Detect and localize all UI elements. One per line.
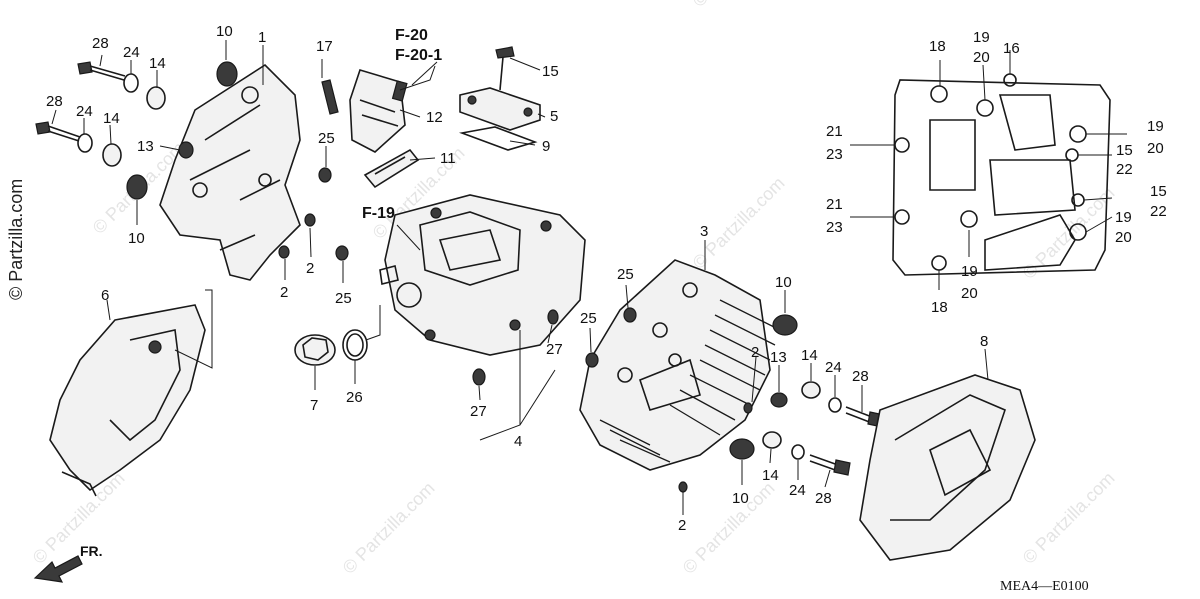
callout-11: 11 <box>440 150 456 167</box>
callout-10: 10 <box>128 230 145 247</box>
callout-23: 23 <box>826 146 843 163</box>
watermark: © Partzilla.com <box>679 478 779 578</box>
leader-lines <box>51 40 1127 515</box>
watermark: © Partzilla.com <box>689 0 789 11</box>
callout-14: 14 <box>103 110 120 127</box>
callout-4: 4 <box>514 433 522 450</box>
callout-25: 25 <box>580 310 597 327</box>
callout-17: 17 <box>316 38 333 55</box>
callout-22: 22 <box>1116 161 1133 178</box>
callout-8: 8 <box>980 333 988 350</box>
callout-26: 26 <box>346 389 363 406</box>
thermostat-housing-part-12 <box>321 69 408 153</box>
callout-18: 18 <box>929 38 946 55</box>
callout-21: 21 <box>826 123 843 140</box>
callout-10: 10 <box>775 274 792 291</box>
callout-24: 24 <box>825 359 842 376</box>
ref-label-f19: F-19 <box>362 205 395 222</box>
callout-7: 7 <box>310 397 318 414</box>
gasket-part-11 <box>363 148 420 189</box>
callout-24: 24 <box>789 482 806 499</box>
callout-15: 15 <box>542 63 559 80</box>
callout-19: 19 <box>1147 118 1164 135</box>
callout-27: 27 <box>546 341 563 358</box>
callout-19: 19 <box>973 29 990 46</box>
callout-22: 22 <box>1150 203 1167 220</box>
callout-28: 28 <box>92 35 109 52</box>
watermark: © Partzilla.com <box>339 478 439 578</box>
callout-24: 24 <box>123 44 140 61</box>
watermark: © Partzilla.com <box>29 468 129 568</box>
cylinder-head-center <box>379 194 586 386</box>
callout-21: 21 <box>826 196 843 213</box>
callout-20: 20 <box>961 285 978 302</box>
cover-plate-part-5 <box>459 46 541 131</box>
diagram-code: MEA4—E0100 <box>1000 579 1089 594</box>
callout-14: 14 <box>801 347 818 364</box>
callout-23: 23 <box>826 219 843 236</box>
bracket-part-1 <box>159 63 301 281</box>
callout-13: 13 <box>770 349 787 366</box>
watermark: © Partzilla.com <box>1019 183 1119 283</box>
callout-25: 25 <box>335 290 352 307</box>
watermark: © Partzilla.com <box>1019 468 1119 568</box>
callout-9: 9 <box>542 138 550 155</box>
ref-arrow-f20 <box>411 61 438 86</box>
callout-16: 16 <box>1003 40 1020 57</box>
callout-19: 19 <box>1115 209 1132 226</box>
callout-28: 28 <box>852 368 869 385</box>
callout-6: 6 <box>101 287 109 304</box>
callout-14: 14 <box>149 55 166 72</box>
front-label: FR. <box>80 543 103 559</box>
callout-2: 2 <box>751 344 759 361</box>
callout-12: 12 <box>426 109 443 126</box>
callout-19: 19 <box>961 263 978 280</box>
callouts: 28 24 14 10 1 28 24 14 13 10 25 2 2 25 6… <box>46 23 1167 534</box>
side-cover-part-6 <box>49 289 213 497</box>
callout-10: 10 <box>732 490 749 507</box>
callout-10: 10 <box>216 23 233 40</box>
head-cover-part-8 <box>859 374 1036 561</box>
bolt-group-upper-left <box>35 61 349 261</box>
washer-part-26 <box>342 329 368 361</box>
callout-1: 1 <box>258 29 266 46</box>
gasket-detail-right <box>892 73 1111 276</box>
gasket-part-9 <box>458 126 538 151</box>
callout-2: 2 <box>678 517 686 534</box>
callout-25: 25 <box>318 130 335 147</box>
callout-27: 27 <box>470 403 487 420</box>
callout-14: 14 <box>762 467 779 484</box>
callout-5: 5 <box>550 108 558 125</box>
callout-20: 20 <box>1115 229 1132 246</box>
oil-plug-part-7 <box>294 334 336 366</box>
front-arrow: FR. <box>33 543 103 583</box>
callout-20: 20 <box>973 49 990 66</box>
side-watermark: © Partzilla.com <box>6 179 26 300</box>
callout-20: 20 <box>1147 140 1164 157</box>
callout-15: 15 <box>1150 183 1167 200</box>
callout-2: 2 <box>306 260 314 277</box>
callout-24: 24 <box>76 103 93 120</box>
ref-label-f20: F-20 <box>395 27 428 44</box>
callout-18: 18 <box>931 299 948 316</box>
callout-28: 28 <box>46 93 63 110</box>
callout-15: 15 <box>1116 142 1133 159</box>
callout-3: 3 <box>700 223 708 240</box>
callout-28: 28 <box>815 490 832 507</box>
callout-25: 25 <box>617 266 634 283</box>
callout-2: 2 <box>280 284 288 301</box>
callout-13: 13 <box>137 138 154 155</box>
ref-label-f20-1: F-20-1 <box>395 47 442 64</box>
cylinder-part-3 <box>579 259 781 493</box>
